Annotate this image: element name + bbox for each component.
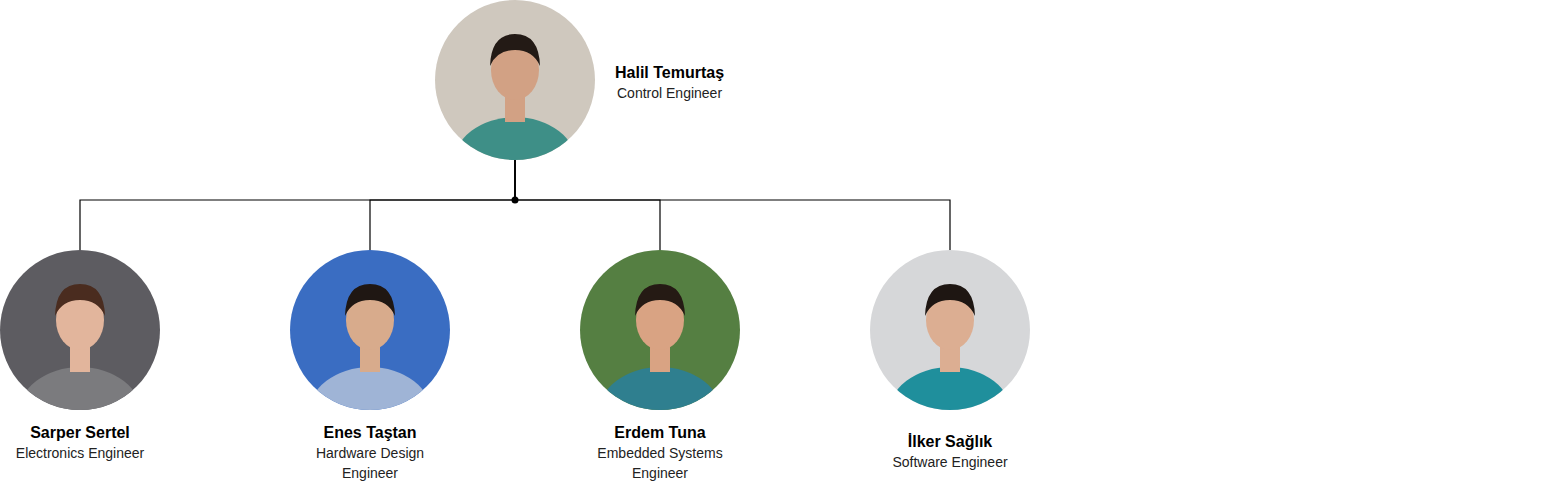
job-title: Hardware Design Engineer [305, 443, 435, 481]
portrait-hair [345, 284, 395, 316]
person-name: İlker Sağlık [870, 432, 1030, 452]
portrait-hair [55, 284, 105, 316]
person-name: Halil Temurtaş [615, 63, 724, 83]
job-title: Software Engineer [870, 452, 1030, 472]
portrait-illustration [580, 250, 740, 410]
portrait-shoulders [888, 367, 1012, 410]
portrait-circle [580, 250, 740, 410]
job-title: Control Engineer [615, 83, 724, 103]
person-node: Halil TemurtaşControl Engineer [435, 0, 595, 160]
portrait-hair [925, 284, 975, 316]
portrait-shoulders [453, 117, 577, 160]
portrait-illustration [0, 250, 160, 410]
reporting-line [515, 160, 950, 250]
person-caption: Halil TemurtaşControl Engineer [615, 63, 724, 103]
portrait-circle [0, 250, 160, 410]
job-title: Electronics Engineer [0, 443, 160, 463]
portrait-illustration [435, 0, 595, 160]
portrait-shoulders [18, 367, 142, 410]
person-name: Erdem Tuna [585, 423, 735, 443]
person-name: Sarper Sertel [0, 423, 160, 443]
portrait-circle [290, 250, 450, 410]
portrait-circle [870, 250, 1030, 410]
person-node: Erdem TunaEmbedded Systems Engineer [580, 250, 740, 410]
person-caption: Enes TaştanHardware Design Engineer [305, 423, 435, 481]
portrait-hair [490, 34, 540, 66]
reporting-line [515, 160, 660, 250]
junction-dot [512, 197, 519, 204]
person-name: Enes Taştan [305, 423, 435, 443]
person-node: Enes TaştanHardware Design Engineer [290, 250, 450, 410]
reporting-line [370, 160, 515, 250]
portrait-hair [635, 284, 685, 316]
portrait-illustration [290, 250, 450, 410]
person-caption: İlker SağlıkSoftware Engineer [870, 432, 1030, 472]
portrait-shoulders [308, 367, 432, 410]
reporting-line [80, 160, 515, 250]
person-node: Sarper SertelElectronics Engineer [0, 250, 160, 410]
portrait-shoulders [598, 367, 722, 410]
job-title: Embedded Systems Engineer [585, 443, 735, 481]
portrait-illustration [870, 250, 1030, 410]
person-caption: Erdem TunaEmbedded Systems Engineer [585, 423, 735, 481]
portrait-circle [435, 0, 595, 160]
person-node: İlker SağlıkSoftware Engineer [870, 250, 1030, 410]
person-caption: Sarper SertelElectronics Engineer [0, 423, 160, 463]
